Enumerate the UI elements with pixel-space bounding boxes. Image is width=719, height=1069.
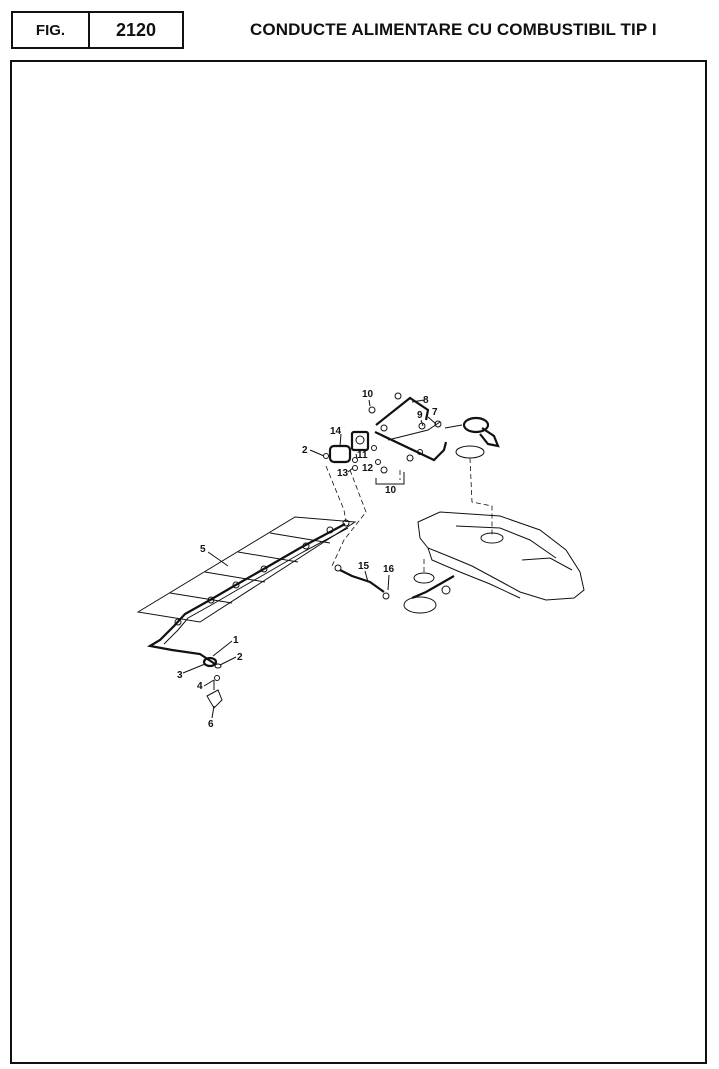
callout-1: 1 xyxy=(233,635,239,646)
callout-2-lower: 2 xyxy=(237,652,243,663)
page-title: CONDUCTE ALIMENTARE CU COMBUSTIBIL TIP I xyxy=(250,20,657,39)
callout-10-lower: 10 xyxy=(385,485,397,496)
callout-13: 13 xyxy=(337,468,349,479)
callout-14: 14 xyxy=(330,426,342,437)
callout-6: 6 xyxy=(208,719,214,730)
lower-connector-assembly xyxy=(202,656,223,709)
callout-9: 9 xyxy=(417,410,423,421)
callout-12: 12 xyxy=(362,463,374,474)
callout-10-upper: 10 xyxy=(362,389,374,400)
callout-5: 5 xyxy=(200,544,206,555)
fuel-line-main xyxy=(146,519,350,665)
callout-leaders xyxy=(182,399,437,719)
leader-lines xyxy=(325,457,493,572)
callout-15: 15 xyxy=(358,561,370,572)
callout-7: 7 xyxy=(432,407,438,418)
upper-lines xyxy=(368,392,448,474)
callout-labels: 1 2 2 3 4 5 6 7 8 9 10 10 11 12 13 14 15… xyxy=(177,389,438,730)
pump-assembly xyxy=(444,416,500,459)
fig-number: 2120 xyxy=(88,11,184,49)
callout-3: 3 xyxy=(177,670,183,681)
callout-11: 11 xyxy=(357,450,368,461)
lower-hose-assembly xyxy=(334,564,455,614)
callout-16: 16 xyxy=(383,564,395,575)
callout-8: 8 xyxy=(423,395,429,406)
callout-4: 4 xyxy=(197,681,203,692)
callout-2-upper: 2 xyxy=(302,445,308,456)
diagram-frame xyxy=(10,60,707,1064)
underbody-panel xyxy=(136,516,357,623)
